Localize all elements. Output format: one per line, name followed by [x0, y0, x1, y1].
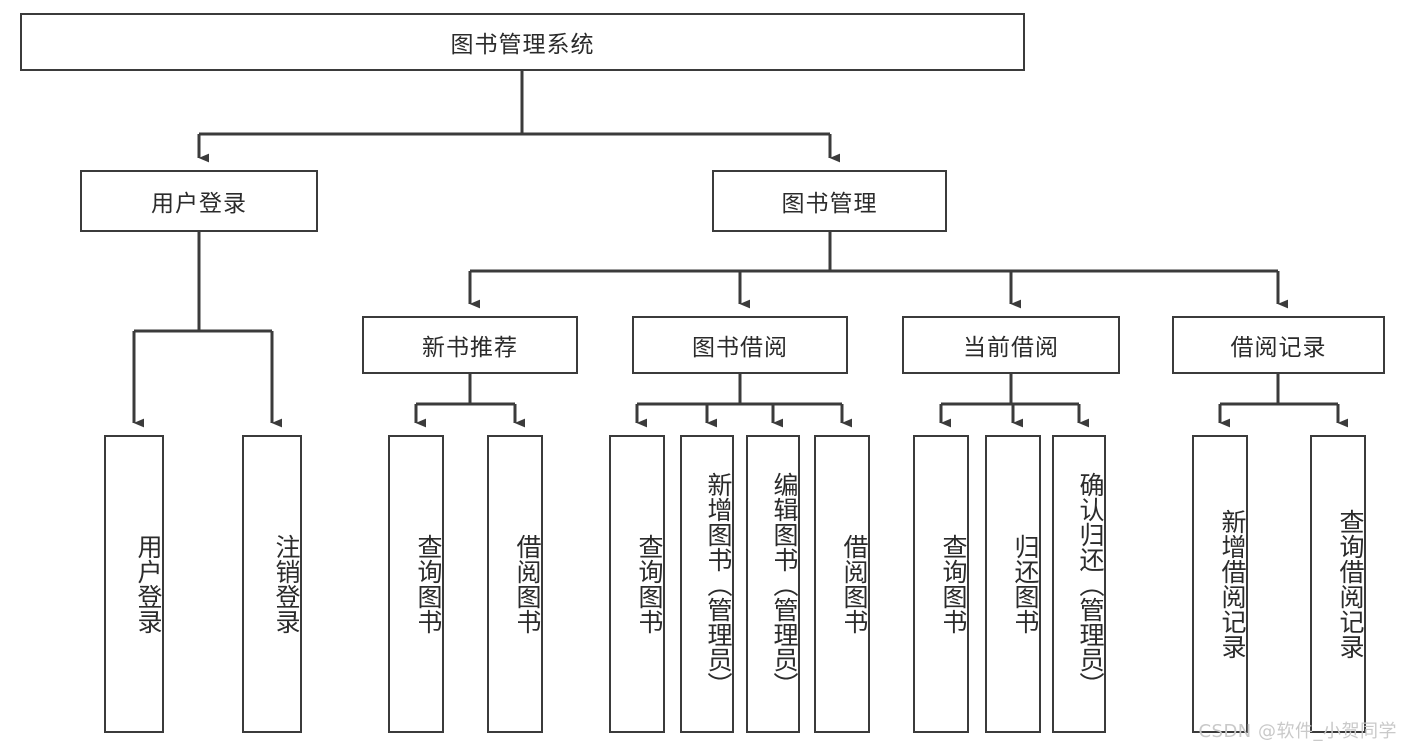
node-label: 查询图书 [414, 534, 443, 634]
node-book-manage[interactable]: 图书管理 [712, 170, 947, 232]
node-label: 新书推荐 [422, 335, 518, 361]
node-label: 新增借阅记录 [1218, 509, 1247, 659]
node-label: 编辑图书（管理员） [770, 471, 799, 697]
node-leaf-query-borrow-record[interactable]: 查询借阅记录 [1310, 435, 1366, 733]
node-label: 查询图书 [939, 534, 968, 634]
node-label: 图书管理系统 [450, 32, 595, 58]
node-label: 借阅记录 [1230, 335, 1327, 361]
node-label: 归还图书 [1011, 534, 1040, 634]
node-label: 注销登录 [272, 534, 301, 634]
node-leaf-add-book[interactable]: 新增图书（管理员） [680, 435, 734, 733]
node-label: 确认归还（管理员） [1076, 471, 1105, 697]
node-label: 借阅图书 [840, 534, 869, 634]
node-user-login[interactable]: 用户登录 [80, 170, 318, 232]
node-book-borrow[interactable]: 图书借阅 [632, 316, 848, 374]
node-label: 借阅图书 [513, 534, 542, 634]
node-current-borrow[interactable]: 当前借阅 [902, 316, 1120, 374]
node-label: 用户登录 [134, 534, 163, 634]
node-leaf-query-book-2[interactable]: 查询图书 [609, 435, 665, 733]
node-leaf-user-login[interactable]: 用户登录 [104, 435, 164, 733]
node-leaf-return-book[interactable]: 归还图书 [985, 435, 1041, 733]
node-label: 查询借阅记录 [1336, 509, 1365, 659]
node-label: 用户登录 [151, 191, 247, 217]
node-root-book-management-system[interactable]: 图书管理系统 [20, 13, 1025, 71]
node-leaf-add-borrow-record[interactable]: 新增借阅记录 [1192, 435, 1248, 733]
node-new-book-recommend[interactable]: 新书推荐 [362, 316, 578, 374]
node-label: 查询图书 [635, 534, 664, 634]
node-leaf-borrow-book-2[interactable]: 借阅图书 [814, 435, 870, 733]
node-borrow-record[interactable]: 借阅记录 [1172, 316, 1385, 374]
node-label: 新增图书（管理员） [704, 471, 733, 697]
node-leaf-edit-book[interactable]: 编辑图书（管理员） [746, 435, 800, 733]
node-label: 图书管理 [781, 191, 878, 217]
node-label: 当前借阅 [963, 335, 1059, 361]
node-leaf-query-book-1[interactable]: 查询图书 [388, 435, 444, 733]
node-leaf-confirm-return[interactable]: 确认归还（管理员） [1052, 435, 1106, 733]
node-leaf-query-book-3[interactable]: 查询图书 [913, 435, 969, 733]
node-label: 图书借阅 [692, 335, 788, 361]
node-leaf-borrow-book-1[interactable]: 借阅图书 [487, 435, 543, 733]
node-leaf-logout-login[interactable]: 注销登录 [242, 435, 302, 733]
